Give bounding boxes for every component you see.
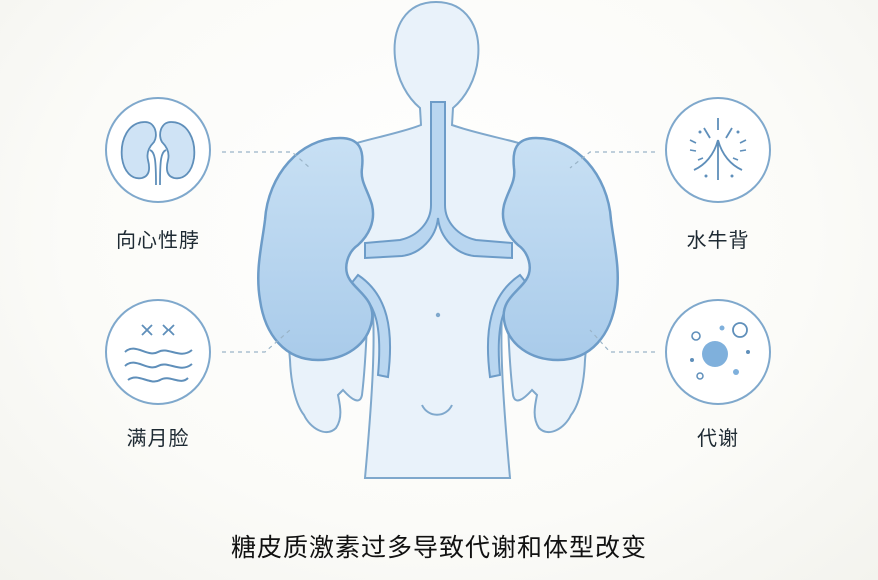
kidney-icon — [105, 97, 211, 203]
label-top-left: 向心性脖 — [116, 228, 200, 252]
buffalo-hump-icon — [665, 97, 771, 203]
metabolism-bubbles-icon — [665, 299, 771, 405]
right-kidney — [501, 136, 619, 362]
leader-bottom-right — [589, 329, 655, 353]
leader-bottom-left — [222, 329, 291, 353]
kidney-vessel-illustration — [257, 101, 619, 379]
label-bottom-left: 满月脸 — [126, 426, 190, 450]
leader-lines — [222, 151, 655, 353]
left-kidney — [257, 136, 375, 362]
face-swelling-icon — [105, 299, 211, 405]
label-top-right: 水牛背 — [686, 228, 750, 252]
leader-top-right — [569, 151, 655, 169]
central-vessel — [364, 101, 513, 260]
diagram-caption: 糖皮质激素过多导致代谢和体型改变 — [230, 533, 647, 562]
label-bottom-right: 代谢 — [697, 426, 739, 450]
